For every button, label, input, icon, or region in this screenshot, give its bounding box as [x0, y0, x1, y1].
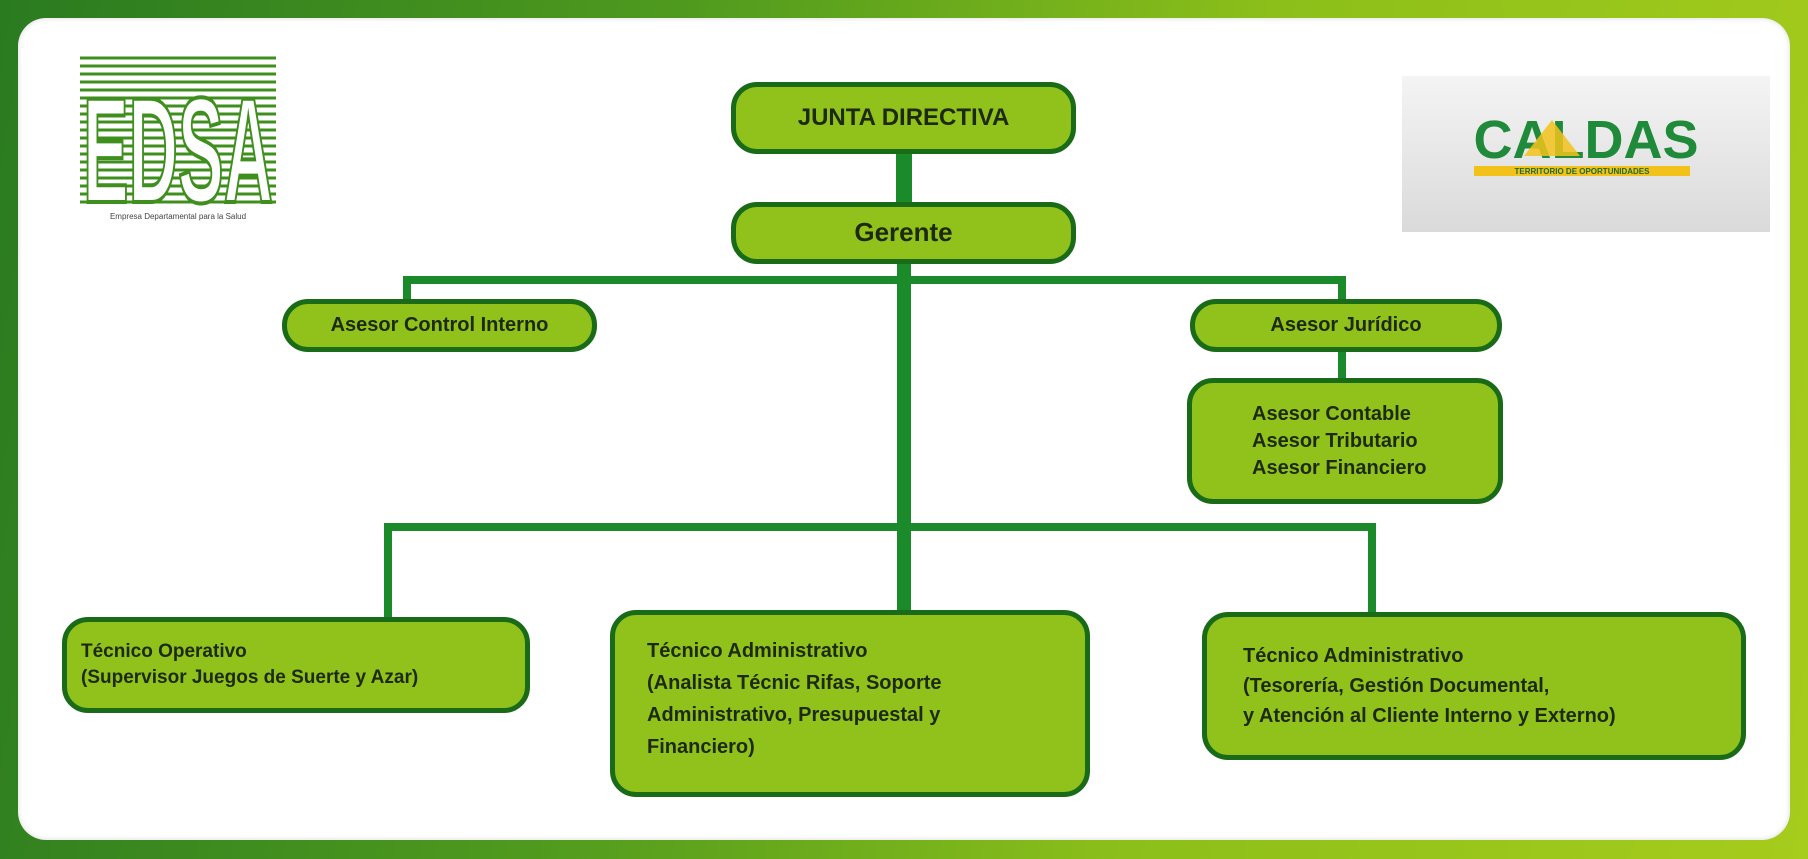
node-tecnico-administrativo-center: Técnico Administrativo (Analista Técnic …: [610, 610, 1090, 797]
caldas-tagline: TERRITORIO DE OPORTUNIDADES: [1515, 167, 1651, 176]
node-tecnico-operativo: Técnico Operativo (Supervisor Juegos de …: [62, 617, 530, 713]
node-asesores-line-3: Asesor Financiero: [1252, 456, 1427, 479]
node-tecnico-admin-center-line-3: Administrativo, Presupuestal y: [647, 704, 941, 726]
edsa-logo-letters: EDSA: [83, 66, 273, 212]
node-tecnico-admin-center-line-1: Técnico Administrativo: [647, 640, 868, 662]
caldas-logo-mark: CALDAS TERRITORIO DE OPORTUNIDADES: [1474, 110, 1699, 176]
node-asesores-line-2: Asesor Tributario: [1252, 429, 1418, 452]
node-gerente-label: Gerente: [854, 217, 953, 248]
node-asesores-line-1: Asesor Contable: [1252, 402, 1411, 425]
node-tecnico-operativo-detail: (Supervisor Juegos de Suerte y Azar): [81, 667, 419, 688]
node-tecnico-admin-center-line-2: (Analista Técnic Rifas, Soporte: [647, 672, 942, 694]
node-tecnico-operativo-title: Técnico Operativo: [81, 641, 247, 663]
node-junta-directiva-label: JUNTA DIRECTIVA: [797, 103, 1010, 131]
edsa-logo: EDSA Empresa Departamental para la Salud: [78, 52, 278, 236]
node-asesores: Asesor Contable Asesor Tributario Asesor…: [1187, 378, 1503, 504]
node-asesor-juridico: Asesor Jurídico: [1190, 299, 1502, 352]
node-junta-directiva: JUNTA DIRECTIVA: [731, 82, 1076, 154]
node-asesor-juridico-label: Asesor Jurídico: [1270, 314, 1422, 336]
caldas-logo: CALDAS TERRITORIO DE OPORTUNIDADES: [1402, 76, 1770, 232]
node-tecnico-administrativo-right: Técnico Administrativo (Tesorería, Gesti…: [1202, 612, 1746, 760]
caldas-logo-triangle: [1524, 120, 1580, 156]
node-asesor-control-interno-label: Asesor Control Interno: [330, 314, 549, 336]
node-gerente: Gerente: [731, 202, 1076, 264]
advisor-bus: [403, 276, 1346, 315]
caldas-logo-band: [1474, 166, 1690, 176]
node-tecnico-admin-right-line-3: y Atención al Cliente Interno y Externo): [1243, 705, 1616, 727]
node-asesor-control-interno: Asesor Control Interno: [282, 299, 597, 352]
node-tecnico-admin-right-line-1: Técnico Administrativo: [1243, 645, 1464, 667]
node-tecnico-admin-right-line-2: (Tesorería, Gestión Documental,: [1243, 675, 1550, 697]
caldas-logo-letters: CALDAS: [1474, 110, 1699, 170]
edsa-tagline: Empresa Departamental para la Salud: [109, 212, 247, 221]
edsa-logo-mark: EDSA: [80, 56, 276, 236]
technician-bus: [384, 523, 1376, 622]
node-tecnico-admin-center-line-4: Financiero): [647, 736, 755, 758]
